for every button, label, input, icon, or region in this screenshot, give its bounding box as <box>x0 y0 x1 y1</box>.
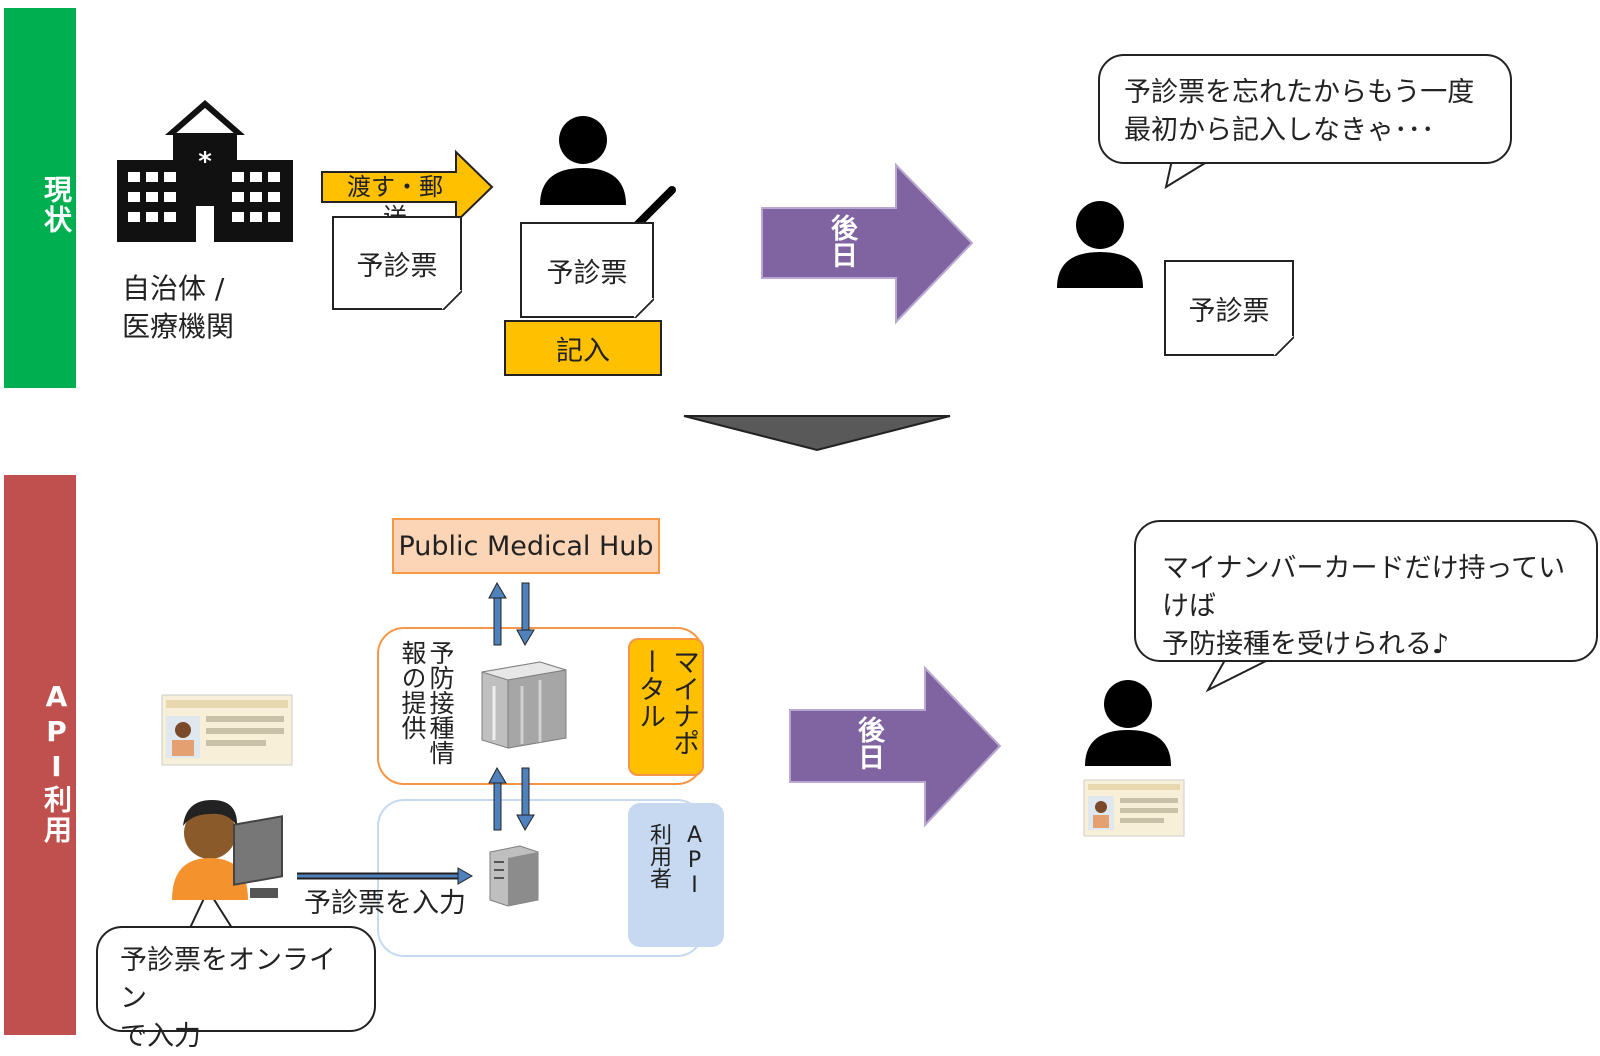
person-icon-later <box>1057 201 1143 288</box>
public-medical-hub: Public Medical Hub <box>392 518 660 574</box>
transition-arrow <box>683 415 951 452</box>
mynumber-card-icon <box>161 694 293 766</box>
speech-bubble-current: 予診票を忘れたからもう一度 最初から記入しなきゃ･･･ <box>1098 54 1512 164</box>
fill-label-box: 記入 <box>504 320 662 376</box>
api-user-box: API利用者 <box>628 803 724 947</box>
svg-text:*: * <box>198 147 212 177</box>
org-label: 自治体 / 医療機関 <box>122 270 234 346</box>
input-form-label: 予診票を入力 <box>304 888 466 919</box>
bubble-api-line1: マイナンバーカードだけ持っていけば <box>1162 553 1566 622</box>
later-arrow-shape-current <box>761 162 974 325</box>
org-label-line1: 自治体 / <box>122 272 225 305</box>
hub-portal-arrows <box>488 581 535 647</box>
mynumber-card-icon-later <box>1083 779 1185 837</box>
form-later: 予診票 <box>1164 260 1294 356</box>
bubble-tail-api <box>1205 659 1269 693</box>
person-icon-writer <box>540 116 626 205</box>
speech-bubble-api: マイナンバーカードだけ持っていけば 予防接種を受けられる♪ <box>1134 520 1598 662</box>
bubble-api-line2: 予防接種を受けられる♪ <box>1162 629 1450 660</box>
speech-bubble-online: 予診票をオンライン で入力 <box>96 926 376 1052</box>
form-later-label: 予診票 <box>1188 295 1270 327</box>
form-sent: 予診票 <box>332 216 462 310</box>
input-arrow <box>297 867 474 885</box>
fill-label: 記入 <box>556 335 610 367</box>
bubble-tail-current <box>1164 159 1214 190</box>
send-arrow-shape <box>321 149 494 225</box>
send-arrow-label: 渡す・郵送 <box>347 173 443 231</box>
later-label-api: 後日 <box>853 716 884 770</box>
later-label-current: 後日 <box>826 214 857 268</box>
bubble-current-line1: 予診票を忘れたからもう一度 <box>1124 77 1475 108</box>
computer-user-icon <box>172 800 283 900</box>
hospital-icon: * <box>117 100 293 242</box>
myna-portal-label: マイナポータル <box>634 648 699 756</box>
vaccination-info-label: 予防接種情報の提供 <box>398 640 455 765</box>
api-server-icon <box>489 845 539 907</box>
org-label-line2: 医療機関 <box>122 310 235 343</box>
myna-portal-box: マイナポータル <box>628 638 704 776</box>
form-writing: 予診票 <box>520 222 654 318</box>
form-sent-label: 予診票 <box>356 250 438 282</box>
api-user-label: API利用者 <box>646 823 707 898</box>
api-side-label: API利用 <box>4 475 76 1035</box>
online-bubble-line2: で入力 <box>120 1021 201 1052</box>
portal-server-icon <box>481 661 567 749</box>
form-writing-label: 予診票 <box>546 257 628 289</box>
bubble-current-line2: 最初から記入しなきゃ･･･ <box>1124 115 1435 146</box>
person-icon-api-later <box>1085 680 1171 766</box>
current-side-label: 現状 <box>4 8 76 388</box>
portal-api-arrows <box>488 766 535 832</box>
later-arrow-shape-api <box>789 665 1002 828</box>
online-bubble-line1: 予診票をオンライン <box>120 945 336 1014</box>
